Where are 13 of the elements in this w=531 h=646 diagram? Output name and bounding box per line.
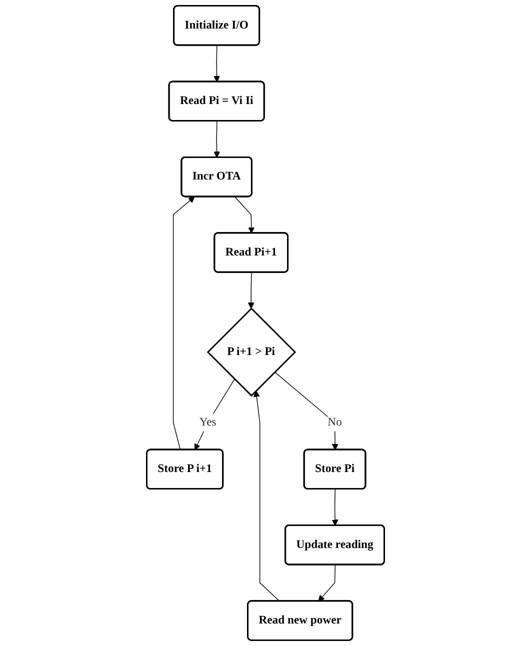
arrow — [332, 488, 338, 526]
arrow — [253, 390, 280, 602]
arrow — [172, 196, 195, 450]
arrow — [194, 378, 235, 450]
arrow — [248, 272, 254, 309]
edge-label: Yes — [199, 416, 216, 428]
arrow — [234, 196, 255, 234]
arrow — [214, 45, 220, 82]
edge-label: No — [328, 416, 342, 428]
arrow — [318, 564, 336, 602]
node-diamond: P i+1 > Pi — [206, 308, 296, 397]
arrow — [214, 120, 220, 158]
arrow — [274, 372, 338, 450]
